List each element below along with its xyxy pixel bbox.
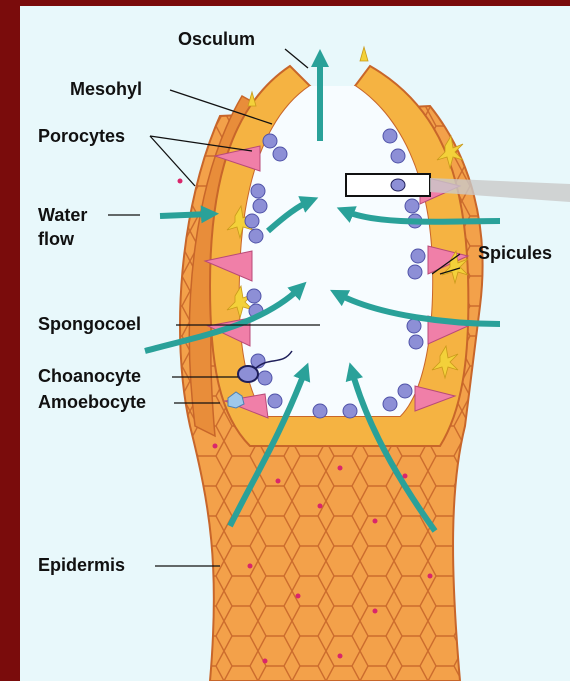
sponge-anatomy-diagram — [20, 6, 570, 681]
label-spongocoel: Spongocoel — [38, 313, 141, 335]
label-osculum: Osculum — [178, 28, 255, 50]
label-choanocyte: Choanocyte — [38, 365, 141, 387]
label-mesohyl: Mesohyl — [70, 78, 142, 100]
diagram-panel: Osculum Mesohyl Porocytes Water flow Spi… — [20, 6, 570, 681]
detail-box-cell — [391, 179, 405, 191]
detail-box — [346, 174, 430, 196]
label-water-flow-line2: flow — [38, 228, 74, 250]
label-porocytes: Porocytes — [38, 125, 125, 147]
label-water-flow-line1: Water — [38, 204, 87, 226]
label-amoebocyte: Amoebocyte — [38, 391, 146, 413]
choanocyte-highlight — [238, 366, 258, 382]
label-spicules: Spicules — [478, 242, 552, 264]
label-epidermis: Epidermis — [38, 554, 125, 576]
